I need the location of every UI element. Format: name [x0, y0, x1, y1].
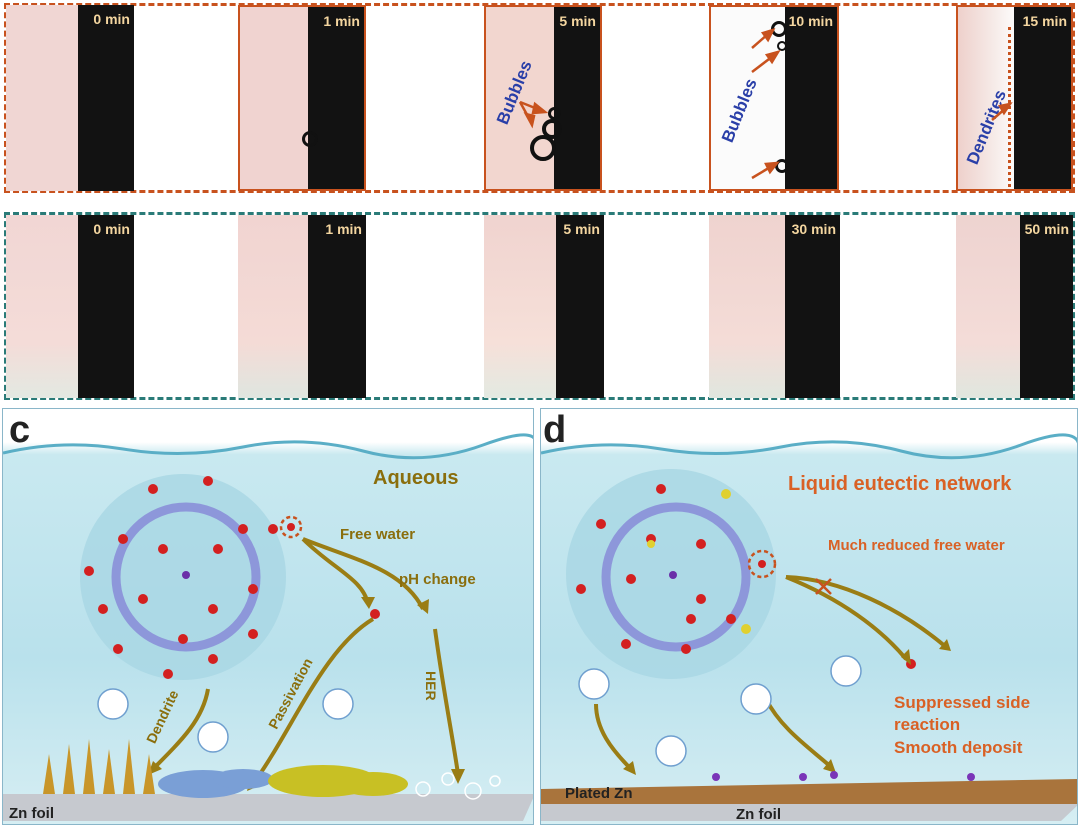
- zn-foil-label-c: Zn foil: [9, 805, 54, 822]
- panel-a-border: [4, 3, 1075, 193]
- plated-zn-label: Plated Zn: [565, 785, 633, 802]
- aqueous-title: Aqueous: [373, 467, 459, 489]
- panel-d-scene: [541, 433, 1077, 821]
- panel-c: c Aqueous Free water pH change Dendrite …: [2, 408, 534, 825]
- bubble-icon: [777, 41, 787, 51]
- a-frame-3: 10 min: [709, 5, 839, 191]
- bubble-icon: [530, 135, 556, 161]
- a-frame-0: 0 min: [6, 5, 134, 191]
- panel-c-letter: c: [9, 409, 31, 451]
- her-label: HER: [423, 671, 439, 701]
- b-frame-4: 50 min: [956, 215, 1073, 398]
- panel-d: d Liquid eutectic network Much reduced f…: [540, 408, 1078, 825]
- b-frame-2-time: 5 min: [563, 221, 600, 237]
- b-frame-3-time: 30 min: [791, 221, 836, 237]
- suppressed-line-1: Suppressed side: [894, 693, 1031, 712]
- liquid-eutectic-title: Liquid eutectic network: [788, 473, 1012, 495]
- a-frame-2: 5 min: [484, 5, 602, 191]
- free-water-label: Free water: [340, 526, 416, 543]
- a-frame-0-time: 0 min: [93, 11, 130, 27]
- a-frame-4-time: 15 min: [1022, 13, 1067, 29]
- suppressed-line-2: reaction: [894, 715, 961, 734]
- b-frame-4-time: 50 min: [1024, 221, 1069, 237]
- panel-c-scene: [3, 433, 533, 821]
- b-frame-1-time: 1 min: [325, 221, 362, 237]
- panel-a-arrows: [518, 27, 1013, 180]
- smooth-deposit-label: Smooth deposit: [894, 738, 1023, 757]
- a-frame-2-time: 5 min: [559, 13, 596, 29]
- a-frame-1: 1 min: [238, 5, 366, 191]
- a-frame-4: 15 min: [956, 5, 1073, 191]
- panel-d-letter: d: [543, 409, 567, 451]
- bubble-icon: [542, 119, 562, 139]
- bubble-icon: [775, 159, 789, 173]
- b-frame-0: 0 min: [6, 215, 134, 398]
- b-frame-3: 30 min: [709, 215, 840, 398]
- zn-foil-label-d: Zn foil: [736, 806, 781, 823]
- panel-b-border: [4, 212, 1075, 400]
- b-frame-0-time: 0 min: [93, 221, 130, 237]
- reduced-water-label: Much reduced free water: [828, 537, 1005, 554]
- a-frame-1-time: 1 min: [323, 13, 360, 29]
- bubble-icon: [548, 107, 561, 120]
- b-frame-2: 5 min: [484, 215, 604, 398]
- bubble-icon: [302, 131, 318, 147]
- ph-change-label: pH change: [399, 571, 476, 588]
- a-frame-3-time: 10 min: [788, 13, 833, 29]
- b-frame-1: 1 min: [238, 215, 366, 398]
